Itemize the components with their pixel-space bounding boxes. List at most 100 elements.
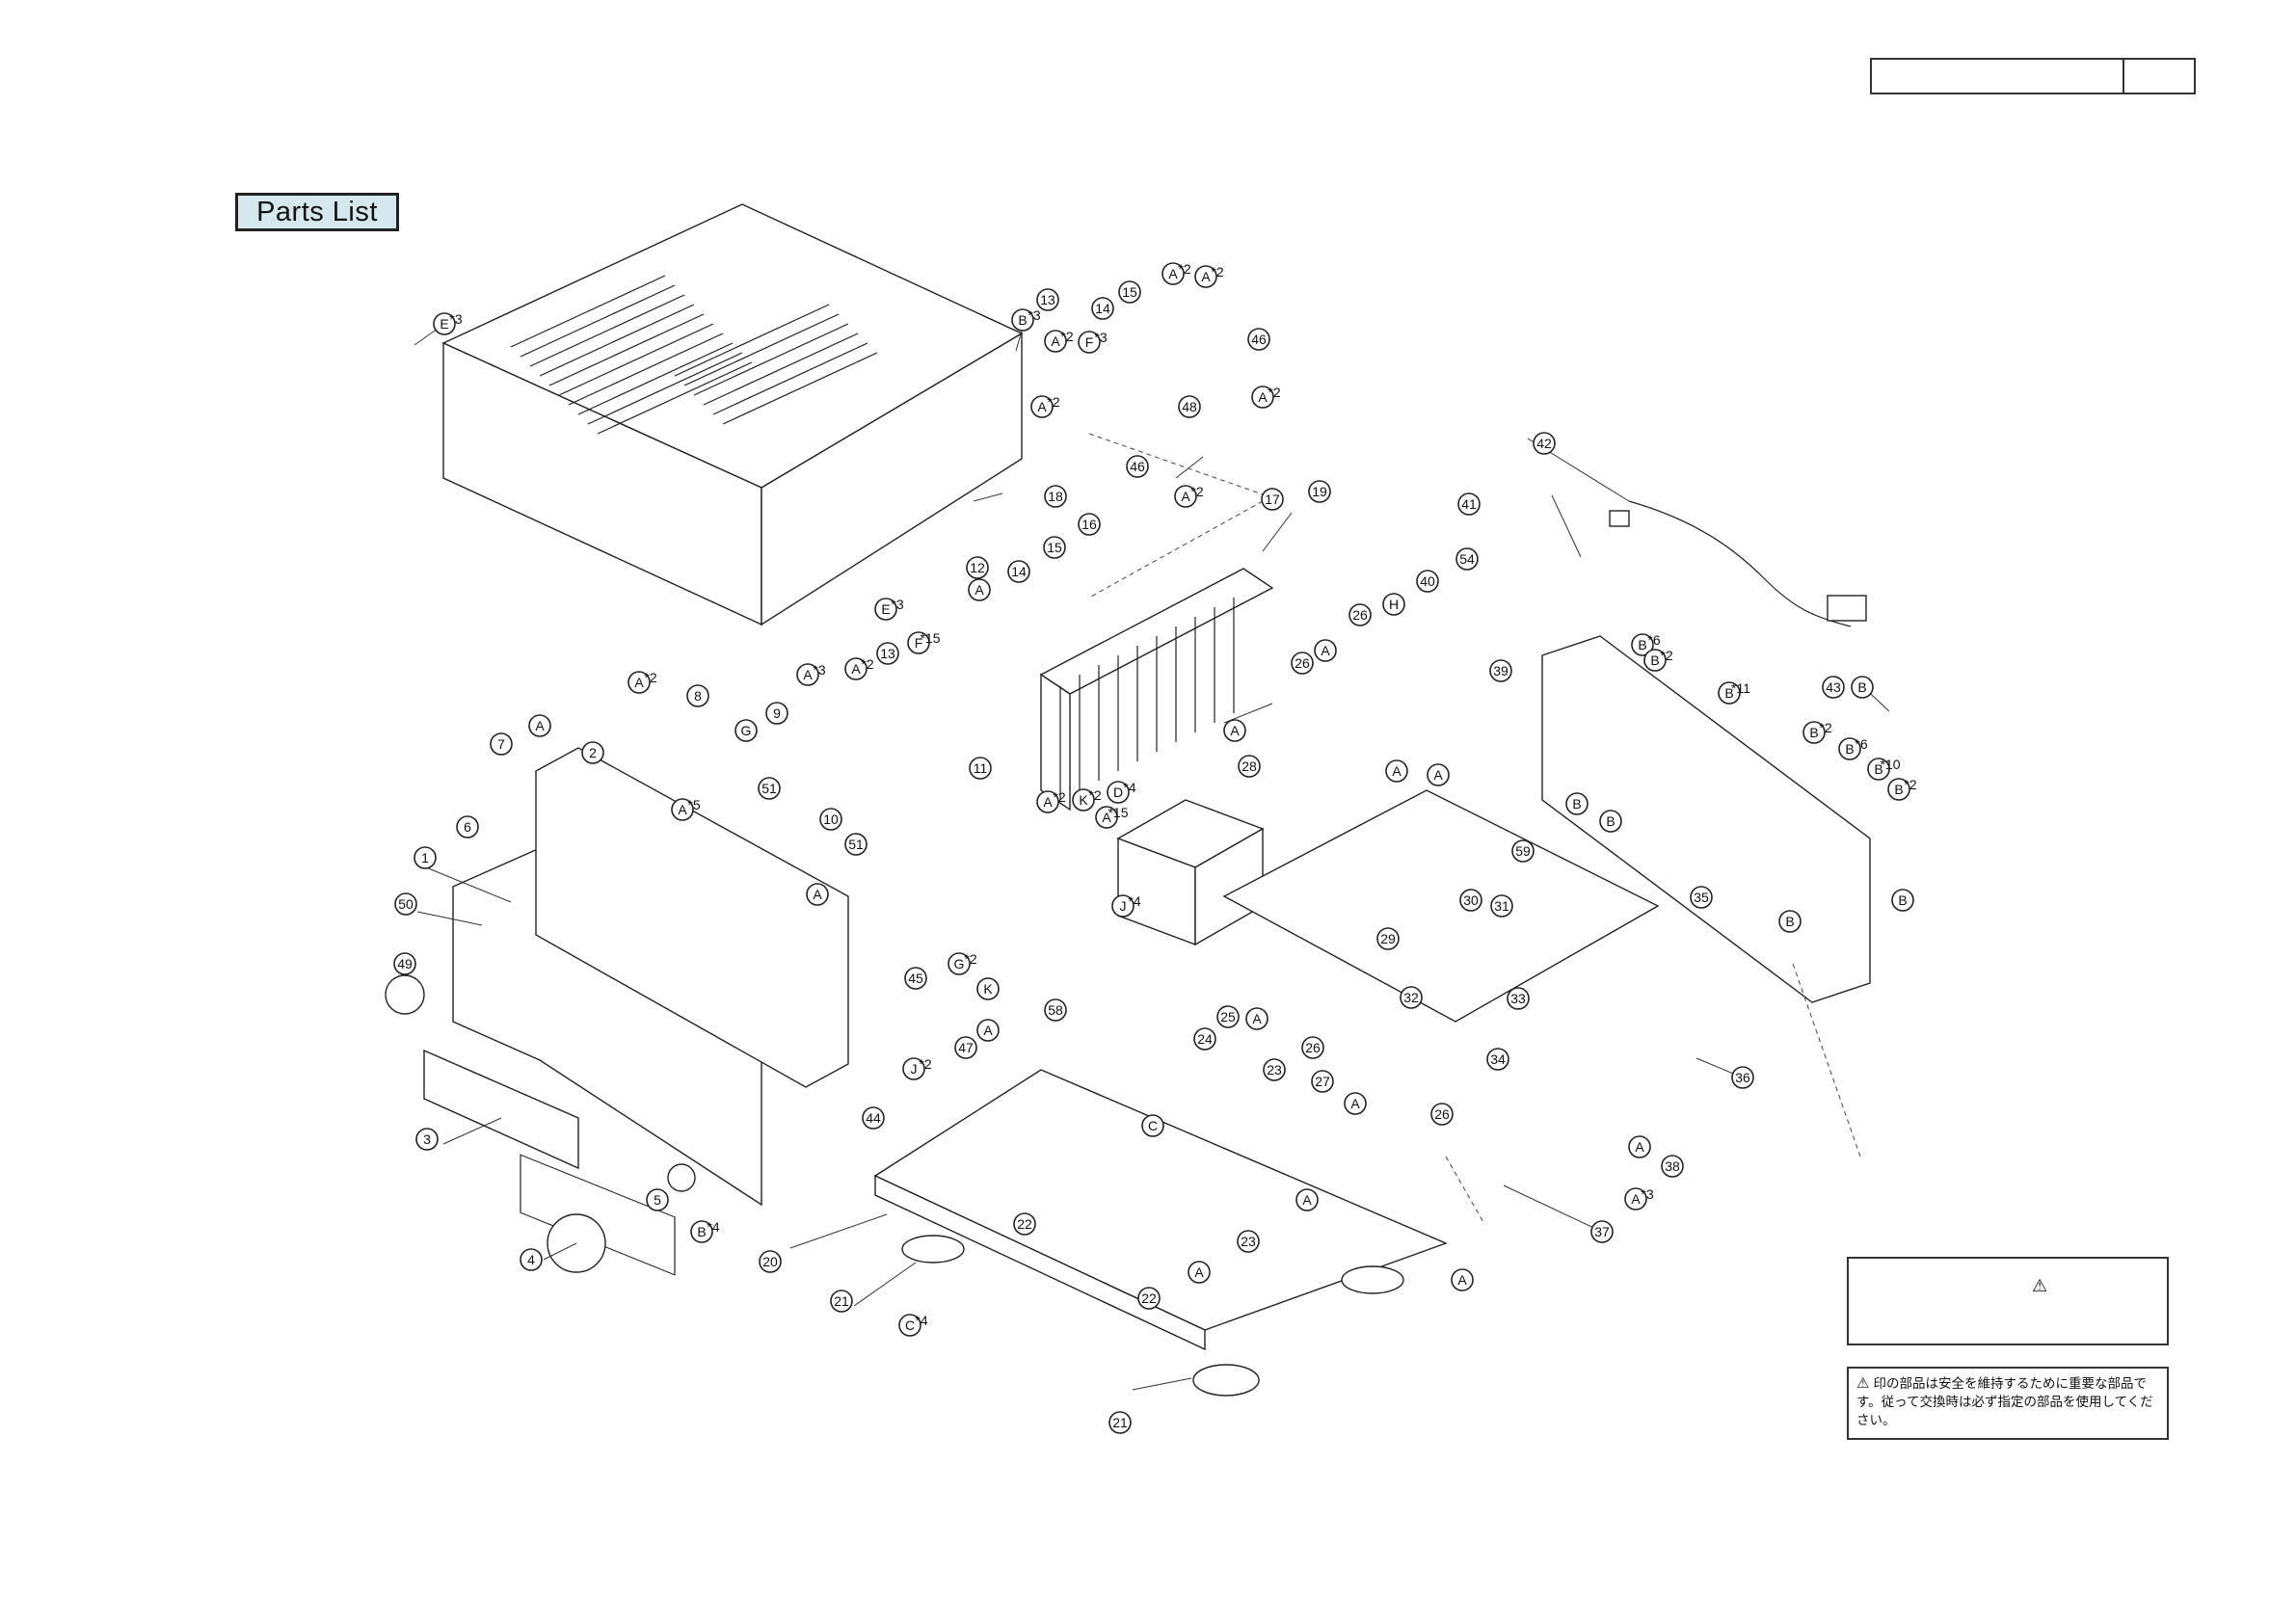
svg-text:B: B	[1857, 679, 1866, 695]
svg-text:*2: *2	[1053, 789, 1065, 805]
callout-label: B*11	[1718, 680, 1750, 705]
callout-label: A	[1344, 1092, 1367, 1115]
callout-label: A	[976, 1019, 1000, 1042]
svg-text:14: 14	[1011, 564, 1027, 579]
svg-text:6: 6	[464, 819, 471, 835]
callout-label: B*2	[1887, 777, 1917, 801]
svg-text:21: 21	[834, 1293, 849, 1309]
callout-label: 35	[1690, 886, 1713, 909]
callout-label: A*5	[671, 797, 701, 821]
safety-note: ⚠印の部品は安全を維持するために重要な部品です。従って交換時は必ず指定の部品を使…	[1847, 1367, 2169, 1440]
svg-text:47: 47	[958, 1040, 974, 1055]
svg-text:B: B	[1650, 652, 1659, 668]
callout-label: 41	[1457, 492, 1481, 516]
svg-text:A: A	[1457, 1272, 1467, 1288]
svg-text:*2: *2	[1660, 648, 1672, 663]
warning-icon: ⚠	[1856, 1374, 1870, 1392]
svg-text:*15: *15	[1108, 805, 1128, 820]
callout-label: 46	[1247, 328, 1270, 351]
callout-label: 6	[456, 815, 479, 838]
document-number-cell	[1872, 60, 2124, 93]
svg-text:A: A	[1102, 810, 1111, 825]
svg-text:9: 9	[773, 705, 781, 721]
callout-label: 37	[1590, 1220, 1614, 1243]
svg-text:26: 26	[1305, 1040, 1321, 1055]
svg-text:35: 35	[1694, 890, 1709, 905]
callout-label: 54	[1455, 547, 1479, 571]
svg-text:A: A	[1252, 1011, 1262, 1026]
callout-label: 31	[1490, 894, 1513, 918]
callout-label: 10	[819, 808, 842, 831]
svg-text:3: 3	[423, 1131, 431, 1147]
callout-label: 16	[1078, 513, 1101, 536]
callout-label: B*6	[1838, 736, 1868, 760]
callout-label: 21	[830, 1290, 853, 1313]
svg-text:10: 10	[823, 812, 839, 827]
callout-label: E*3	[874, 597, 904, 621]
svg-text:A: A	[1051, 333, 1060, 349]
callout-label: 34	[1486, 1048, 1509, 1071]
svg-text:43: 43	[1826, 679, 1841, 695]
svg-text:59: 59	[1515, 843, 1531, 859]
svg-text:*6: *6	[1855, 736, 1867, 752]
svg-text:42: 42	[1536, 436, 1552, 451]
svg-text:36: 36	[1735, 1070, 1750, 1085]
svg-text:2: 2	[589, 745, 597, 760]
callout-label: 42	[1533, 432, 1556, 455]
callout-label: 7	[490, 732, 513, 756]
callout-label: G	[734, 719, 758, 742]
svg-text:A: A	[1181, 489, 1190, 504]
svg-text:A: A	[1321, 643, 1330, 658]
svg-text:A: A	[1635, 1139, 1644, 1155]
callout-label: 38	[1661, 1155, 1684, 1178]
svg-text:*2: *2	[1047, 394, 1059, 410]
svg-text:46: 46	[1251, 332, 1267, 347]
callout-label: 46	[1126, 455, 1149, 478]
callout-label: A	[1188, 1261, 1211, 1284]
callout-label: A	[1314, 639, 1337, 662]
svg-text:A: A	[803, 667, 813, 682]
svg-text:A: A	[1302, 1192, 1312, 1208]
callout-label: 18	[1044, 485, 1067, 508]
callout-label: F*15	[907, 630, 941, 654]
callout-label: 17	[1261, 488, 1284, 511]
svg-text:B: B	[1785, 914, 1794, 929]
svg-text:D: D	[1113, 785, 1123, 800]
rear-panel	[1541, 635, 1871, 1003]
callout-label: 27	[1311, 1070, 1334, 1093]
callout-label: 36	[1731, 1066, 1754, 1089]
callout-label: B*10	[1867, 757, 1901, 781]
callout-label: 9	[765, 702, 788, 725]
svg-text:B: B	[1894, 782, 1903, 797]
callout-label: 33	[1507, 987, 1530, 1010]
svg-text:1: 1	[421, 850, 429, 865]
svg-text:A: A	[634, 675, 644, 690]
callout-label: B	[1851, 676, 1874, 699]
callout-label: 14	[1091, 297, 1114, 320]
svg-text:C: C	[1148, 1118, 1158, 1133]
svg-text:*4: *4	[707, 1219, 719, 1235]
svg-text:44: 44	[866, 1110, 881, 1126]
power-transformer	[1116, 799, 1265, 946]
callout-label: A	[968, 578, 991, 601]
callout-label: 25	[1216, 1005, 1240, 1028]
svg-text:58: 58	[1048, 1002, 1063, 1018]
svg-text:33: 33	[1510, 991, 1526, 1006]
svg-text:A: A	[1230, 723, 1240, 738]
svg-text:28: 28	[1241, 758, 1257, 774]
callout-label: B*3	[1011, 307, 1041, 332]
svg-text:14: 14	[1095, 301, 1110, 316]
callout-label: J*2	[902, 1056, 932, 1080]
svg-text:50: 50	[398, 896, 414, 912]
svg-text:A: A	[1168, 266, 1178, 281]
main-pcb	[1222, 789, 1660, 1023]
callout-label: 43	[1822, 676, 1845, 699]
callout-label: 48	[1178, 395, 1201, 418]
svg-text:*3: *3	[891, 597, 903, 612]
callout-label: K*2	[1072, 787, 1102, 812]
svg-text:A: A	[1201, 269, 1211, 284]
svg-text:E: E	[881, 601, 890, 617]
svg-text:51: 51	[761, 781, 777, 796]
callout-label: 19	[1308, 480, 1331, 503]
callout-label: 59	[1511, 839, 1535, 863]
